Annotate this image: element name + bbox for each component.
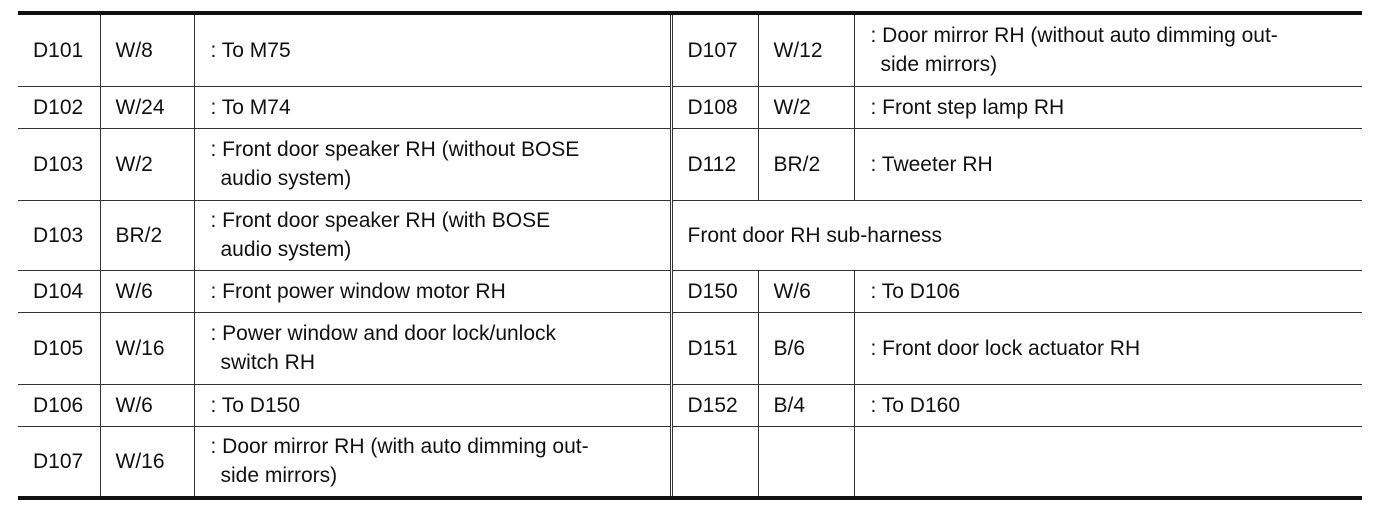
connector-code: D101 xyxy=(18,12,101,87)
connector-description: : Door mirror RH (without auto dimming o… xyxy=(853,12,1362,87)
table-row: D105 W/16 : Power window and door lock/u… xyxy=(18,311,1362,385)
connector-code: D151 xyxy=(670,311,759,385)
wire-spec: W/12 xyxy=(757,12,855,87)
wire-spec: BR/2 xyxy=(99,199,195,271)
wire-spec: W/2 xyxy=(757,85,855,129)
wire-spec: W/16 xyxy=(99,425,195,499)
connector-description: : Front step lamp RH xyxy=(853,85,1362,129)
connector-description: : To D106 xyxy=(853,269,1362,313)
table-row: D104 W/6 : Front power window motor RH D… xyxy=(18,269,1362,313)
wire-spec: B/4 xyxy=(757,383,855,427)
connector-code: D102 xyxy=(18,85,101,129)
table-row: D102 W/24 : To M74 D108 W/2 : Front step… xyxy=(18,85,1362,129)
connector-code: D105 xyxy=(18,311,101,385)
table-row: D101 W/8 : To M75 D107 W/12 : Door mirro… xyxy=(18,12,1362,87)
wire-spec: W/8 xyxy=(99,12,195,87)
connector-code: D150 xyxy=(670,269,759,313)
connector-description: : Door mirror RH (with auto dimming out-… xyxy=(193,425,673,499)
connector-code: D103 xyxy=(18,127,101,201)
wire-spec: W/16 xyxy=(99,311,195,385)
connector-description: : To D150 xyxy=(193,383,673,427)
empty-cell xyxy=(757,425,855,499)
connector-description: : Front power window motor RH xyxy=(193,269,673,313)
connector-code: D107 xyxy=(670,12,759,87)
connector-code: D112 xyxy=(670,127,759,201)
empty-cell xyxy=(853,425,1362,499)
wire-spec: BR/2 xyxy=(757,127,855,201)
connector-description: : Front door lock actuator RH xyxy=(853,311,1362,385)
sub-harness-heading: Front door RH sub-harness xyxy=(670,199,1362,271)
connector-code: D108 xyxy=(670,85,759,129)
wire-spec: W/24 xyxy=(99,85,195,129)
connector-code: D107 xyxy=(18,425,101,499)
connector-description: : To M74 xyxy=(193,85,673,129)
connector-code: D104 xyxy=(18,269,101,313)
connector-code: D106 xyxy=(18,383,101,427)
table-row: D103 W/2 : Front door speaker RH (withou… xyxy=(18,127,1362,201)
table-row: D107 W/16 : Door mirror RH (with auto di… xyxy=(18,425,1362,499)
connector-code: D103 xyxy=(18,199,101,271)
table-row: D103 BR/2 : Front door speaker RH (with … xyxy=(18,199,1362,271)
wire-spec: W/6 xyxy=(99,383,195,427)
connector-description: : Tweeter RH xyxy=(853,127,1362,201)
connector-description: : To D160 xyxy=(853,383,1362,427)
wire-spec: B/6 xyxy=(757,311,855,385)
connector-description: : To M75 xyxy=(193,12,673,87)
connector-table: D101 W/8 : To M75 D107 W/12 : Door mirro… xyxy=(18,11,1362,500)
table-row: D106 W/6 : To D150 D152 B/4 : To D160 xyxy=(18,383,1362,427)
empty-cell xyxy=(670,425,759,499)
wire-spec: W/6 xyxy=(99,269,195,313)
connector-code: D152 xyxy=(670,383,759,427)
wire-spec: W/6 xyxy=(757,269,855,313)
wire-spec: W/2 xyxy=(99,127,195,201)
